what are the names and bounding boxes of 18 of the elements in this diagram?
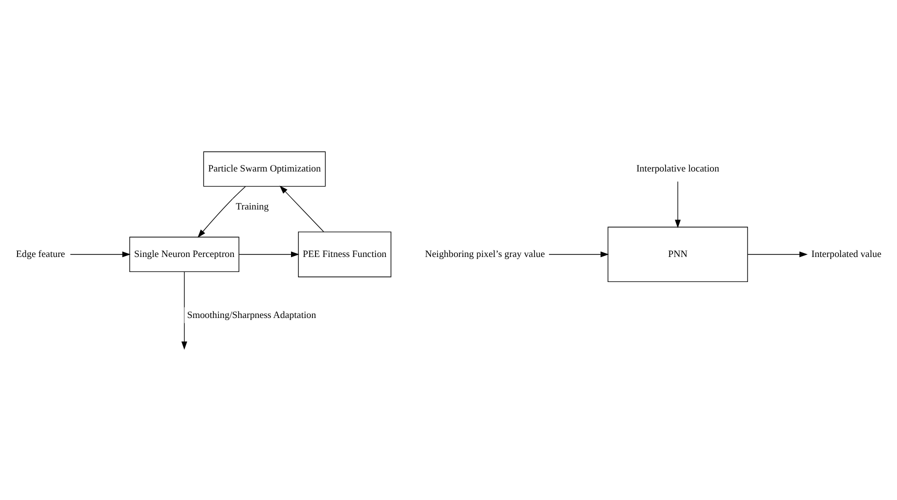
edge-label: Training: [236, 201, 269, 212]
node-text: Edge feature: [16, 248, 66, 260]
edge-label: Smoothing/Sharpness Adaptation: [187, 310, 316, 321]
arrow: [280, 185, 324, 232]
arrow: [181, 270, 188, 350]
node-box: PNN: [608, 226, 748, 282]
node-box: Single Neuron Perceptron: [129, 236, 240, 272]
node-box: PEE Fitness Function: [298, 231, 392, 277]
node-text: Interpolative location: [636, 163, 720, 174]
arrow: [198, 186, 246, 238]
arrow: [70, 251, 131, 257]
arrow: [674, 180, 681, 228]
node-text: Neighboring pixel’s gray value: [425, 248, 545, 260]
node-text: Interpolated value: [811, 248, 882, 260]
arrow: [747, 251, 808, 257]
arrow: [548, 251, 609, 257]
arrow: [238, 251, 300, 257]
node-box: Particle Swarm Optimization: [203, 150, 326, 186]
